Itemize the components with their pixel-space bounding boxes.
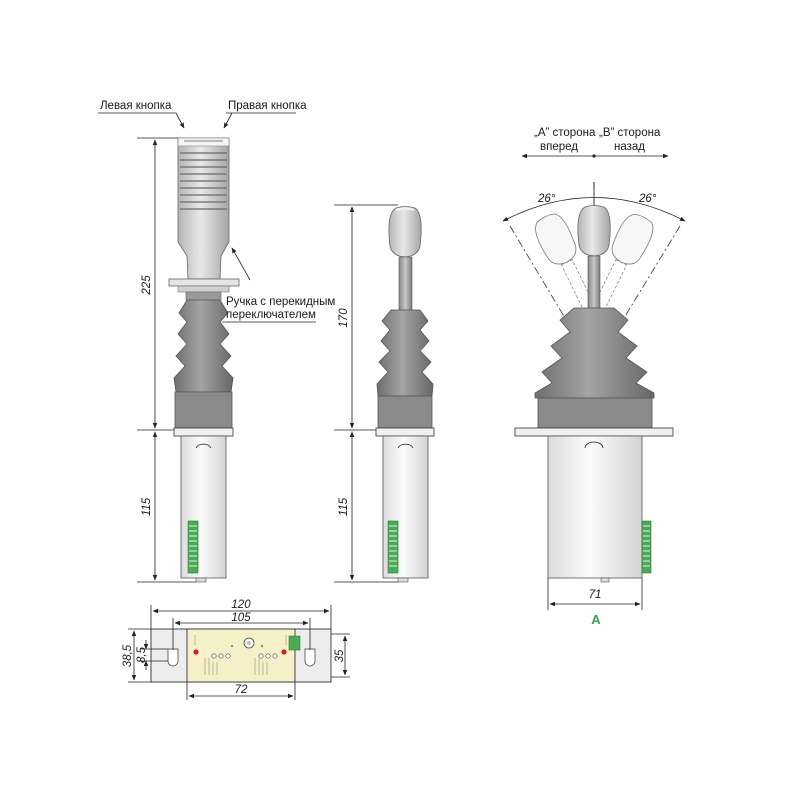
handle-label-line1: Ручка с перекидным: [226, 296, 335, 308]
side-b-label-line1: „B” сторона: [599, 127, 661, 139]
right-button-label: Правая кнопка: [228, 100, 307, 112]
joystick-side-view-a: „A” сторона вперед „B” сторона назад 26°…: [502, 127, 686, 627]
bellows-base: [174, 391, 233, 429]
dim-35: 35: [334, 649, 346, 662]
mounting-plate-view: 120 105 72 38,5 8,5 35: [122, 599, 350, 700]
knob-bellows: [376, 309, 434, 397]
wide-flange: [514, 427, 674, 437]
terminal-block: [187, 520, 199, 574]
led-right: [281, 649, 287, 655]
housing-body-3: [547, 435, 643, 579]
wide-bellows: [534, 307, 655, 399]
dim-225: 225: [141, 275, 153, 296]
joystick-knob-view: 170 115: [334, 204, 435, 583]
dim-115-left: 115: [141, 497, 153, 516]
mounting-flange: [173, 427, 234, 437]
dim-115-middle: 115: [338, 497, 350, 516]
dim-170: 170: [338, 308, 350, 328]
knob: [388, 206, 422, 258]
joystick-front-view: Левая кнопка Правая кнопка: [98, 100, 335, 583]
shaft: [398, 256, 413, 311]
left-slot-hole: [167, 648, 179, 667]
led-left: [193, 649, 199, 655]
rubber-bellows: [173, 299, 234, 393]
handle-label-line2: переключателем: [226, 309, 316, 321]
angle-right: 26°: [638, 193, 657, 205]
grip-collar: [168, 278, 240, 287]
view-a-label: A: [591, 612, 601, 627]
dim-71: 71: [589, 589, 602, 601]
grip-ribs: [180, 152, 227, 210]
side-a-label-line2: вперед: [540, 141, 578, 153]
dim-8-5: 8,5: [136, 646, 148, 663]
side-a-label-line1: „A” сторона: [534, 127, 596, 139]
left-button-label: Левая кнопка: [100, 100, 172, 112]
angle-left: 26°: [537, 193, 556, 205]
dim-72: 72: [235, 684, 248, 696]
dim-105: 105: [231, 612, 251, 624]
dim-38-5: 38,5: [122, 644, 134, 667]
dim-120: 120: [231, 599, 251, 611]
right-slot-hole: [304, 648, 316, 667]
upright-knob: [577, 205, 611, 257]
side-b-label-line2: назад: [614, 141, 645, 153]
pcb-board: [186, 628, 296, 683]
